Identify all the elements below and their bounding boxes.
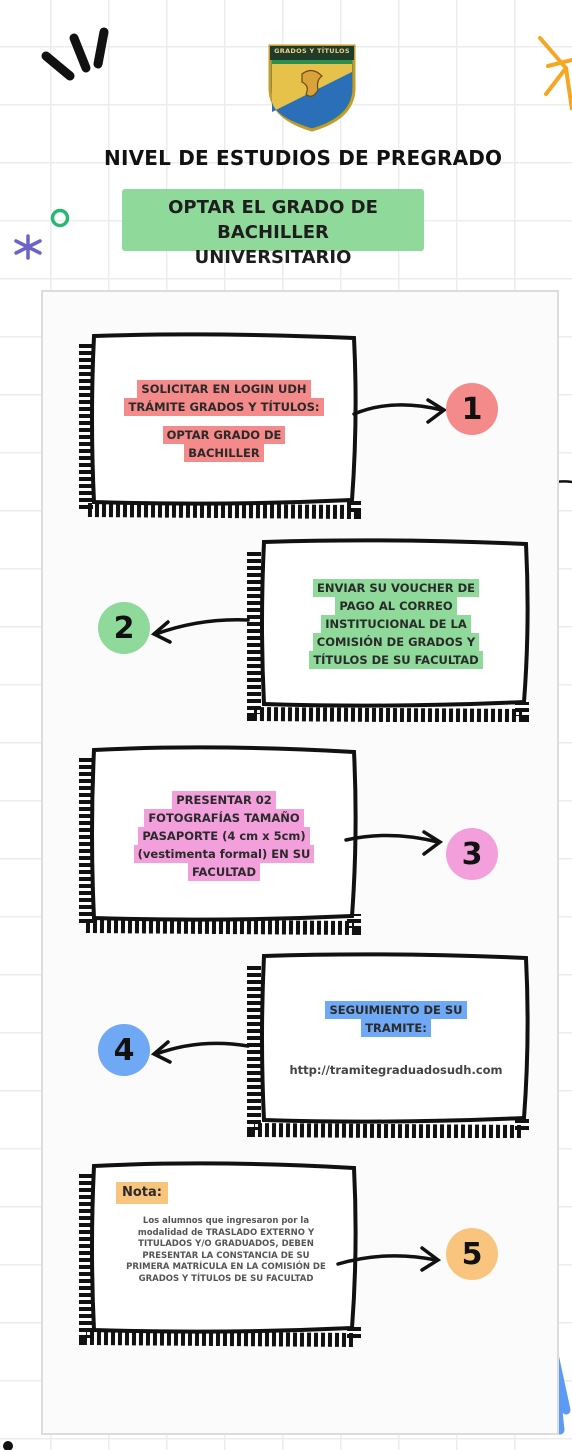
step-1-text-1: SOLICITAR EN LOGIN UDH [137, 380, 311, 398]
step-3-text-2: FOTOGRAFÍAS TAMAÑO [144, 809, 304, 827]
step-1-text-2: TRÁMITE GRADOS Y TÍTULOS: [124, 398, 324, 416]
step-3-box: PRESENTAR 02 FOTOGRAFÍAS TAMAÑO PASAPORT… [72, 742, 362, 936]
doodle-asterisk-icon [14, 234, 42, 260]
doodle-dot-icon [3, 1441, 13, 1450]
step-1-box: SOLICITAR EN LOGIN UDH TRÁMITE GRADOS Y … [72, 328, 362, 520]
doodle-ring-icon [50, 208, 70, 228]
step-3-text-3: PASAPORTE (4 cm x 5cm) [138, 827, 310, 845]
step-4-box: SEGUIMIENTO DE SU TRAMITE: http://tramit… [240, 950, 532, 1138]
subtitle-line-2: UNIVERSITARIO [194, 247, 352, 268]
note-label: Nota: [116, 1182, 168, 1204]
step-3-text-5: FACULTAD [187, 863, 261, 881]
crest-banner-text: GRADOS Y TÍTULOS [274, 47, 350, 55]
step-5-number: 5 [446, 1228, 498, 1280]
step-3-text-1: PRESENTAR 02 [172, 791, 276, 809]
step-5-box: Nota: Los alumnos que ingresaron por la … [72, 1158, 362, 1348]
step-1-text-3: OPTAR GRADO DE [162, 426, 286, 444]
step-1-number: 1 [446, 383, 498, 435]
crest-shield-icon [268, 44, 356, 132]
arrow-left-icon [150, 1040, 250, 1064]
step-2-text-1: ENVIAR SU VOUCHER DE [312, 579, 480, 597]
step-4-frame [247, 952, 530, 1138]
doodle-strokes-icon [41, 27, 109, 81]
page-title: NIVEL DE ESTUDIOS DE PREGRADO [104, 146, 503, 170]
tracking-url-link[interactable]: http://tramitegraduadosudh.com [289, 1063, 503, 1077]
step-2-box: ENVIAR SU VOUCHER DE PAGO AL CORREO INST… [240, 536, 532, 722]
note-line-3: TITULADOS Y/O GRADUADOS, DEBEN [138, 1239, 314, 1249]
arrow-right-icon [352, 398, 448, 424]
step-2-text-3: INSTITUCIONAL DE LA [321, 615, 471, 633]
note-line-4: PRESENTAR LA CONSTANCIA DE SU [142, 1250, 310, 1261]
university-crest: GRADOS Y TÍTULOS [266, 42, 358, 132]
arrow-left-icon [150, 618, 250, 644]
step-2-number: 2 [98, 602, 150, 654]
step-4-number: 4 [98, 1024, 150, 1076]
subtitle-line-1: OPTAR EL GRADO DE BACHILLER [168, 197, 378, 243]
doodle-sunburst-icon [538, 36, 572, 110]
step-3-number: 3 [446, 828, 498, 880]
arrow-right-icon [344, 830, 444, 856]
step-4-text-2: TRAMITE: [361, 1019, 431, 1037]
step-5-frame [79, 1161, 361, 1348]
note-line-5: PRIMERA MATRÍCULA EN LA COMISIÓN DE [126, 1262, 326, 1272]
step-4-text-1: SEGUIMIENTO DE SU [325, 1001, 467, 1019]
step-2-text-2: PAGO AL CORREO [335, 597, 457, 615]
note-line-6: GRADOS Y TÍTULOS DE SU FACULTAD [138, 1273, 314, 1284]
step-2-text-4: COMISIÓN DE GRADOS Y [312, 633, 480, 651]
step-1-frame [79, 332, 361, 520]
note-line-2: modalidad de TRASLADO EXTERNO Y [137, 1227, 315, 1238]
subtitle-box: OPTAR EL GRADO DE BACHILLER UNIVERSITARI… [122, 189, 424, 268]
step-1-text-4: BACHILLER [184, 444, 264, 462]
arrow-right-icon [336, 1246, 442, 1272]
step-2-text-5: TÍTULOS DE SU FACULTAD [309, 651, 483, 669]
note-line-1: Los alumnos que ingresaron por la [142, 1216, 310, 1226]
step-3-text-4: (vestimenta formal) EN SU [133, 845, 315, 863]
